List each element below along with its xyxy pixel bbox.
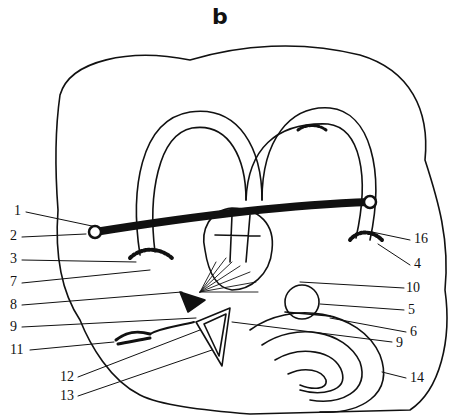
callout-number: 16 <box>414 232 428 246</box>
callout-number: 9 <box>396 336 403 350</box>
callout-number: 8 <box>10 298 17 312</box>
callout-number: 6 <box>410 325 417 339</box>
callout-number: 14 <box>410 371 424 385</box>
callout-number: 10 <box>406 281 420 295</box>
figure-letter: b <box>212 6 228 28</box>
callout-number: 11 <box>10 343 23 357</box>
callout-number: 9 <box>10 320 17 334</box>
callout-number: 4 <box>414 257 421 271</box>
callout-number: 1 <box>14 204 21 218</box>
callout-number: 2 <box>10 229 17 243</box>
callout-number: 3 <box>10 252 17 266</box>
callout-number: 13 <box>60 389 74 403</box>
callout-number: 12 <box>60 370 74 384</box>
callout-number: 7 <box>10 275 17 289</box>
callout-number: 5 <box>408 303 415 317</box>
